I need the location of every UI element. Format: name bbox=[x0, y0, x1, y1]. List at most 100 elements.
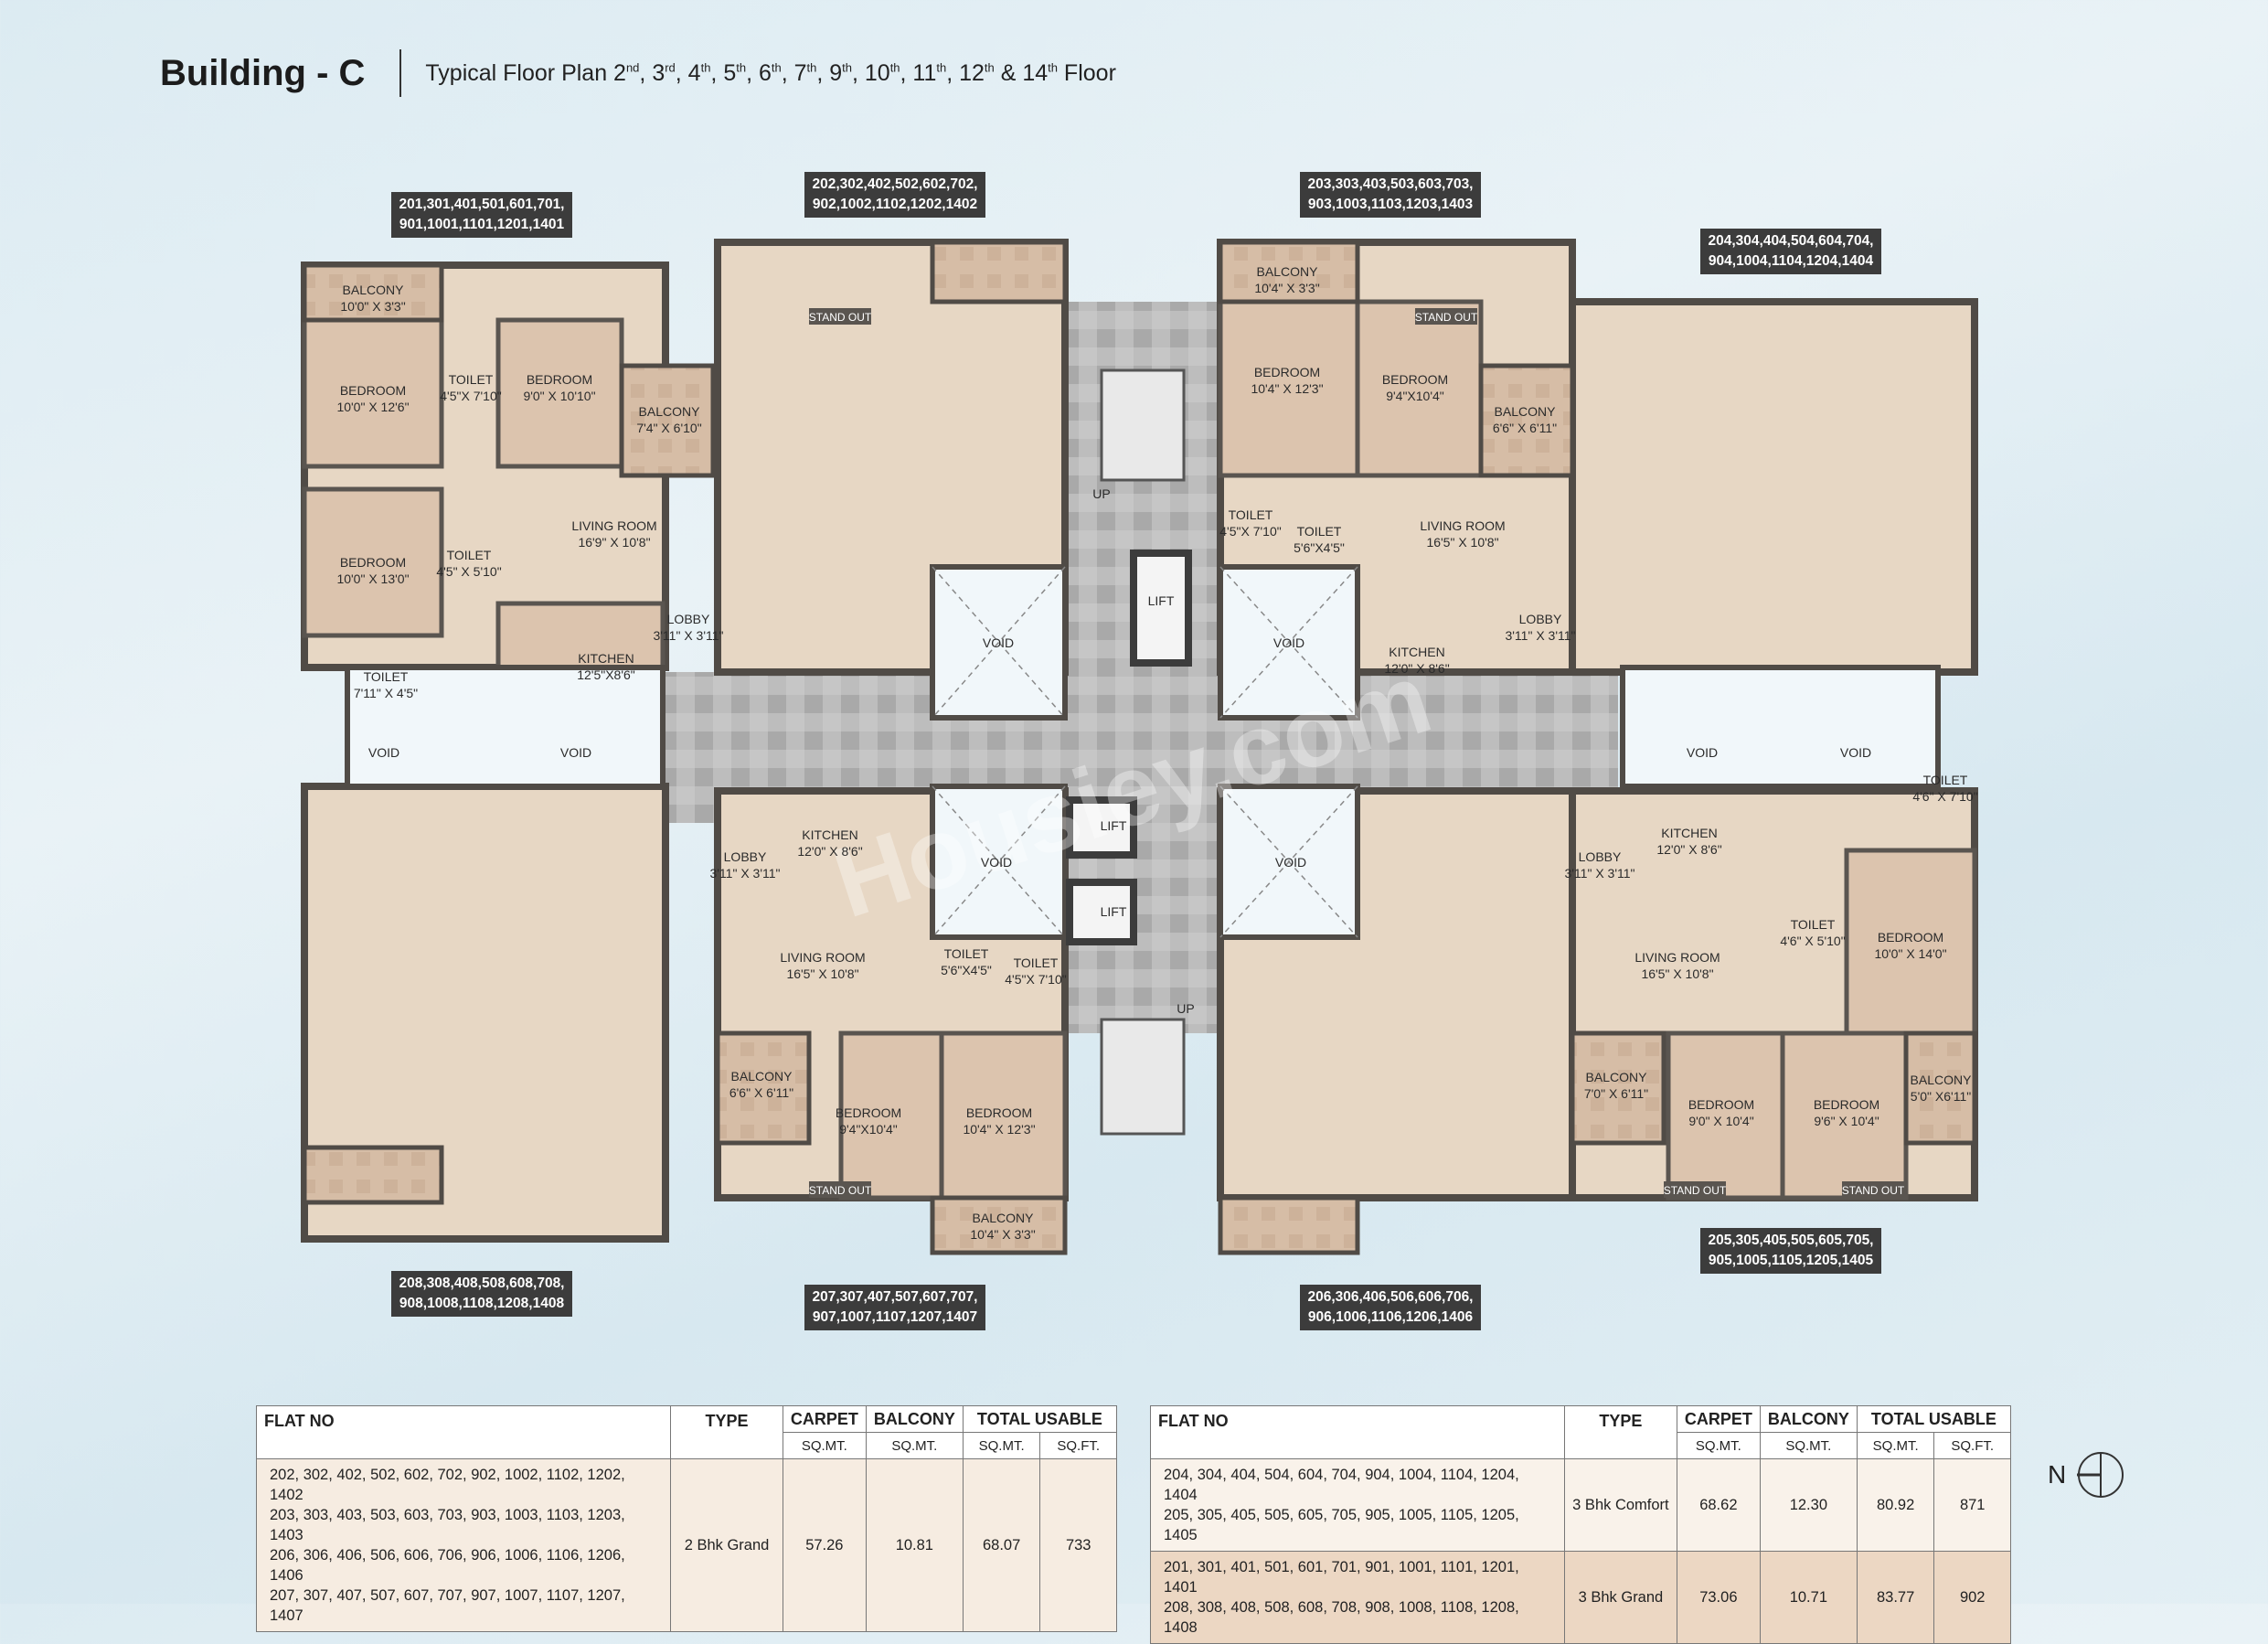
label-living-room: LIVING ROOM bbox=[1634, 950, 1720, 965]
lift-3 bbox=[1066, 879, 1137, 945]
label-toilet: TOILET bbox=[1014, 955, 1059, 970]
label-lobby: LOBBY bbox=[1579, 849, 1622, 864]
unit: SQ.MT. bbox=[1856, 1432, 1935, 1459]
flat-label-207: 207,307,407,507,607,707,907,1007,1107,12… bbox=[804, 1285, 985, 1330]
unit: SQ.FT. bbox=[1933, 1432, 2011, 1459]
label-up: UP bbox=[1177, 1001, 1194, 1016]
label-dim: 9'0" X 10'10" bbox=[523, 389, 595, 403]
label-dim: 5'6"X4'5" bbox=[1294, 540, 1345, 555]
label-toilet: TOILET bbox=[1923, 773, 1968, 787]
flat-label-line: 908,1008,1108,1208,1408 bbox=[399, 1296, 565, 1311]
label-dim: 7'4" X 6'10" bbox=[636, 421, 701, 435]
label-lobby: LOBBY bbox=[667, 612, 710, 626]
table-row: 201, 301, 401, 501, 601, 701, 901, 1001,… bbox=[1150, 1551, 2011, 1644]
label-void: VOID bbox=[1840, 745, 1871, 760]
staircase-top bbox=[1100, 368, 1186, 482]
flat-label-line: 204,304,404,504,604,704, bbox=[1708, 233, 1874, 249]
label-dim: 12'5"X8'6" bbox=[577, 667, 635, 682]
label-balcony: BALCONY bbox=[343, 283, 405, 297]
balcony-208 bbox=[302, 1145, 444, 1205]
bedroom-201c bbox=[302, 486, 444, 638]
label-stand-out: STAND OUT bbox=[1842, 1184, 1905, 1197]
north-label: N bbox=[2048, 1460, 2067, 1489]
flat-list: 204, 304, 404, 504, 604, 704, 904, 1004,… bbox=[1150, 1458, 1565, 1552]
cell-usable-sqmt: 83.77 bbox=[1856, 1551, 1935, 1644]
cell-type: 3 Bhk Comfort bbox=[1563, 1458, 1677, 1552]
col-type: TYPE bbox=[670, 1405, 783, 1459]
label-living-room: LIVING ROOM bbox=[571, 518, 656, 533]
label-lift: LIFT bbox=[1101, 904, 1127, 919]
label-dim: 9'6" X 10'4" bbox=[1814, 1114, 1879, 1128]
col-balcony: BALCONY bbox=[865, 1405, 964, 1433]
label-bedroom: BEDROOM bbox=[1382, 372, 1448, 387]
balcony-203a bbox=[1218, 240, 1360, 304]
flat-label-line: 901,1001,1101,1201,1401 bbox=[399, 217, 565, 232]
bedroom-203a bbox=[1218, 299, 1360, 478]
col-carpet: CARPET bbox=[782, 1405, 867, 1433]
col-balcony: BALCONY bbox=[1759, 1405, 1858, 1433]
label-dim: 12'0" X 8'6" bbox=[1384, 661, 1449, 676]
label-toilet: TOILET bbox=[1297, 524, 1342, 539]
cell-type: 3 Bhk Grand bbox=[1563, 1551, 1677, 1644]
label-dim: 4'6" X 7'10" bbox=[1912, 789, 1977, 804]
flat-label-line: 907,1007,1107,1207,1407 bbox=[812, 1309, 978, 1325]
label-dim: 9'4"X10'4" bbox=[1386, 389, 1444, 403]
flat-label-206: 206,306,406,506,606,706,906,1006,1106,12… bbox=[1300, 1285, 1481, 1330]
balcony-207a bbox=[930, 1195, 1068, 1255]
building-title: Building - C bbox=[160, 52, 366, 93]
cell-usable-sqft: 733 bbox=[1039, 1458, 1117, 1632]
label-dim: 16'9" X 10'8" bbox=[578, 535, 650, 550]
page-header: Building - C Typical Floor Plan 2nd, 3rd… bbox=[160, 46, 1116, 101]
label-dim: 4'5" X 5'10" bbox=[436, 564, 501, 579]
cell-usable-sqft: 902 bbox=[1933, 1551, 2011, 1644]
label-bedroom: BEDROOM bbox=[1878, 930, 1943, 945]
label-toilet: TOILET bbox=[447, 548, 492, 562]
cell-usable-sqft: 871 bbox=[1933, 1458, 2011, 1552]
balcony-207b bbox=[715, 1030, 812, 1146]
flat-list-line: 201, 301, 401, 501, 601, 701, 901, 1001,… bbox=[1164, 1559, 1519, 1596]
table-row: 204, 304, 404, 504, 604, 704, 904, 1004,… bbox=[1150, 1458, 2011, 1552]
label-bedroom: BEDROOM bbox=[340, 383, 406, 398]
label-dim: 4'5"X 7'10" bbox=[1219, 524, 1281, 539]
balcony-203b bbox=[1478, 363, 1575, 478]
label-bedroom: BEDROOM bbox=[966, 1105, 1032, 1120]
flat-label-line: 201,301,401,501,601,701, bbox=[399, 197, 565, 212]
label-stand-out: STAND OUT bbox=[809, 1184, 872, 1197]
table-row: 202, 302, 402, 502, 602, 702, 902, 1002,… bbox=[255, 1458, 1117, 1632]
flat-label-line: 906,1006,1106,1206,1406 bbox=[1307, 1309, 1474, 1325]
label-dim: 10'4" X 3'3" bbox=[970, 1227, 1035, 1242]
unit: SQ.MT. bbox=[1676, 1432, 1761, 1459]
flat-list-line: 205, 305, 405, 505, 605, 705, 905, 1005,… bbox=[1164, 1507, 1519, 1543]
cell-type: 2 Bhk Grand bbox=[670, 1458, 783, 1632]
flat-list-line: 202, 302, 402, 502, 602, 702, 902, 1002,… bbox=[270, 1467, 625, 1503]
label-toilet: TOILET bbox=[449, 372, 494, 387]
label-dim: 7'0" X 6'11" bbox=[1584, 1086, 1648, 1101]
staircase-bottom bbox=[1100, 1018, 1186, 1136]
label-dim: 12'0" X 8'6" bbox=[797, 844, 862, 859]
floor-plan-subtitle: Typical Floor Plan 2nd, 3rd, 4th, 5th, 6… bbox=[425, 59, 1116, 86]
cell-carpet: 73.06 bbox=[1676, 1551, 1761, 1644]
label-up: UP bbox=[1092, 486, 1110, 501]
label-living-room: LIVING ROOM bbox=[1420, 518, 1505, 533]
label-void: VOID bbox=[1687, 745, 1718, 760]
label-lobby: LOBBY bbox=[1519, 612, 1562, 626]
col-total-usable: TOTAL USABLE bbox=[962, 1405, 1118, 1433]
label-void: VOID bbox=[1273, 635, 1304, 650]
balcony-206 bbox=[1218, 1195, 1360, 1255]
label-void: VOID bbox=[368, 745, 399, 760]
cell-carpet: 57.26 bbox=[782, 1458, 867, 1632]
label-lift: LIFT bbox=[1148, 593, 1175, 608]
flat-label-205: 205,305,405,505,605,705,905,1005,1105,12… bbox=[1700, 1228, 1881, 1274]
cell-usable-sqmt: 80.92 bbox=[1856, 1458, 1935, 1552]
floor-plan: Housiey.com BALCONY 10'0" X 3'3" BEDROOM… bbox=[301, 239, 1978, 1255]
label-toilet: TOILET bbox=[944, 946, 989, 961]
label-dim: 10'4" X 3'3" bbox=[1254, 281, 1319, 295]
label-dim: 9'4"X10'4" bbox=[839, 1122, 898, 1137]
balcony-201b bbox=[619, 363, 716, 478]
compass-icon bbox=[2077, 1452, 2124, 1498]
label-lift: LIFT bbox=[1101, 818, 1127, 833]
label-dim: 3'11" X 3'11" bbox=[709, 866, 780, 881]
lift-1 bbox=[1130, 550, 1192, 667]
balcony-202 bbox=[930, 240, 1068, 304]
label-dim: 4'5"X 7'10" bbox=[440, 389, 501, 403]
